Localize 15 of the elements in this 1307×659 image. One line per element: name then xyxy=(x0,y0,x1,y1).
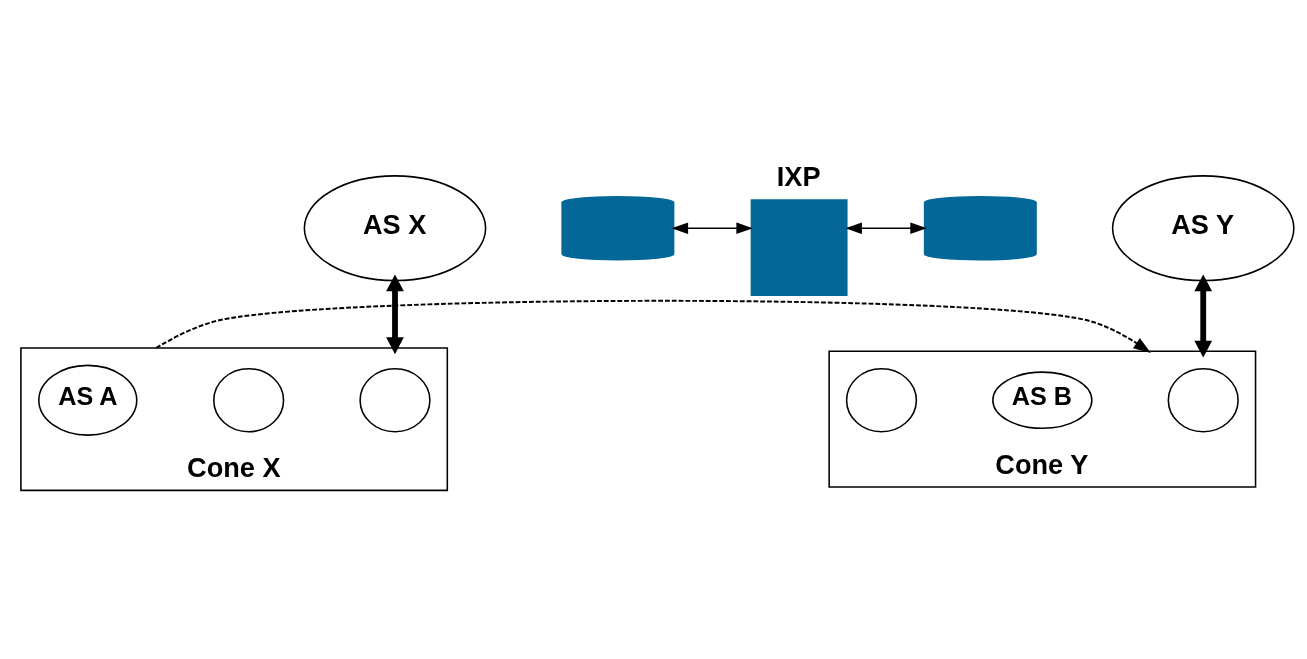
node-label: IXP xyxy=(776,160,821,192)
arrow xyxy=(386,274,404,355)
node-cloud xyxy=(1167,367,1239,433)
node-ellipse: AS B xyxy=(992,371,1093,430)
arrow xyxy=(845,222,927,234)
node-cloud xyxy=(213,367,285,433)
arrow xyxy=(1194,274,1213,358)
node-cloud xyxy=(845,367,918,433)
node-box xyxy=(750,199,848,297)
node-ellipse: AS X xyxy=(303,175,487,282)
node-cloud xyxy=(359,367,431,433)
node-ellipse: AS Y xyxy=(1111,175,1295,282)
node-ellipse: AS A xyxy=(38,364,138,436)
arrow xyxy=(671,222,753,234)
arrow xyxy=(155,299,1151,353)
